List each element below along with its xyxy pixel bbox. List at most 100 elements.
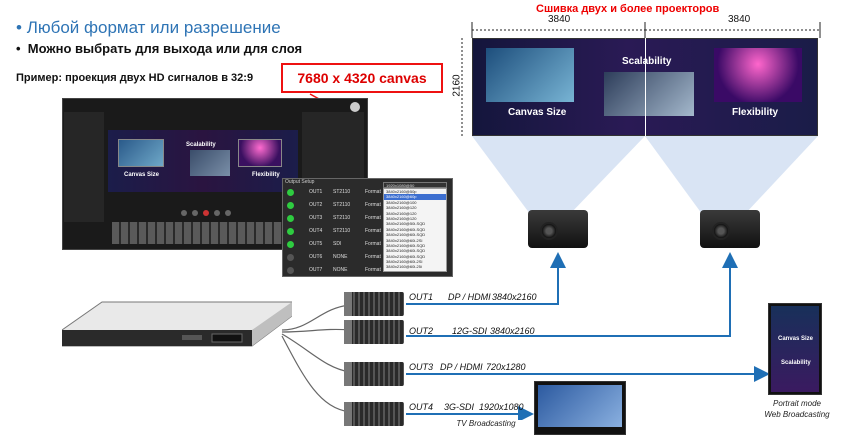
portrait-screen xyxy=(771,306,819,392)
close-icon[interactable] xyxy=(350,102,360,112)
preview-thumb-waves xyxy=(190,150,230,176)
layer-panel[interactable] xyxy=(64,112,104,222)
output-resolution-1: 3840x2160 xyxy=(492,292,537,302)
format-option[interactable]: 3840x2160@50p xyxy=(386,189,417,194)
output-standard-select[interactable]: NONE xyxy=(333,254,348,260)
format-label: Format xyxy=(365,241,381,247)
projector-seam xyxy=(645,38,646,136)
format-label: Format xyxy=(365,202,381,208)
output-name: OUT4 xyxy=(309,228,323,234)
status-led xyxy=(287,215,294,222)
projection-title: Сшивка двух и более проекторов xyxy=(536,3,720,15)
format-label: Format xyxy=(365,267,381,273)
canvas-image-waves xyxy=(604,72,694,116)
canvas-image-concert xyxy=(714,48,802,102)
format-option[interactable]: 3840x2160@60i-SQD xyxy=(386,226,426,232)
output-standard-select[interactable]: NONE xyxy=(333,267,348,273)
output-label-1: OUT1 xyxy=(409,292,434,302)
format-option[interactable]: 3840x2160@60i-SQD xyxy=(386,253,426,259)
output-row[interactable]: OUT7 NONE Format xyxy=(285,265,381,276)
format-option[interactable]: 3840x2160@60i-SQD xyxy=(386,248,426,254)
format-label: Format xyxy=(365,228,381,234)
portrait-caption-1: Portrait mode xyxy=(772,399,822,408)
source-button-grid[interactable] xyxy=(112,222,284,244)
transport-button[interactable] xyxy=(214,210,220,216)
headline-text-1: Любой формат или разрешение xyxy=(26,18,281,37)
tv-caption: TV Broadcasting xyxy=(456,419,516,428)
transport-button[interactable] xyxy=(225,210,231,216)
status-led xyxy=(287,241,294,248)
status-led xyxy=(287,189,294,196)
status-led xyxy=(287,267,294,274)
width-label-right: 3840 xyxy=(728,14,751,25)
headline-text-2: Можно выбрать для выхода или для слоя xyxy=(27,41,303,56)
preview-label-scalability: Scalability xyxy=(186,142,216,148)
format-select-current[interactable]: 1920x1080@50 xyxy=(383,182,447,188)
output-name: OUT6 xyxy=(309,254,323,260)
format-option[interactable]: 3840x2160@120 xyxy=(386,210,417,216)
format-label: Format xyxy=(365,254,381,260)
format-option[interactable]: 3840x2160@60i-25i xyxy=(386,264,422,270)
output-row[interactable]: OUT1 ST2110 Format xyxy=(285,187,381,198)
canvas-label-size: Canvas Size xyxy=(508,107,567,118)
media-server-chassis xyxy=(62,301,292,347)
canvas-label-scalability: Scalability xyxy=(622,56,672,67)
converter-out1 xyxy=(344,292,404,316)
output-name: OUT1 xyxy=(309,189,323,195)
height-dimension-line xyxy=(461,38,463,136)
preview-thumb-concert xyxy=(238,139,282,167)
example-caption: Пример: проекция двух HD сигналов в 32:9 xyxy=(16,72,254,84)
format-option[interactable]: 3840x2160@120 xyxy=(386,205,417,211)
output-name: OUT2 xyxy=(309,202,323,208)
preview-thumb-diver xyxy=(118,139,164,167)
transport-button[interactable] xyxy=(181,210,187,216)
output-label-4: OUT4 xyxy=(409,402,434,412)
output-standard-select[interactable]: ST2110 xyxy=(333,202,351,208)
format-label: Format xyxy=(365,215,381,221)
projector-beams xyxy=(472,136,818,214)
record-button[interactable] xyxy=(203,210,209,216)
server-cables xyxy=(281,304,351,413)
tv-screen xyxy=(538,385,622,427)
output-name: OUT7 xyxy=(309,267,323,273)
headline-bullet-1: • Любой формат или разрешение xyxy=(16,18,281,37)
portrait-label-canvas: Canvas Size xyxy=(778,336,814,342)
lens-icon xyxy=(540,222,558,240)
output-standard-select[interactable]: ST2110 xyxy=(333,215,351,221)
format-option[interactable]: 3840x2160@60i-SQD xyxy=(386,242,426,248)
converter-out2 xyxy=(344,320,404,344)
status-led xyxy=(287,202,294,209)
output-standard-select[interactable]: ST2110 xyxy=(333,228,351,234)
output-standard-select[interactable]: ST2110 xyxy=(333,189,351,195)
canvas-image-diver xyxy=(486,48,574,102)
connector xyxy=(344,292,352,316)
transport-button[interactable] xyxy=(192,210,198,216)
format-option[interactable]: 3840x2160@50i-SQD xyxy=(386,221,426,227)
connector xyxy=(344,362,352,386)
format-option[interactable]: 3840x2160@60p xyxy=(384,194,446,200)
format-option[interactable]: 3840x2160@60i-2SI xyxy=(386,259,423,265)
output-standard-select[interactable]: SDI xyxy=(333,241,342,247)
converter-out3 xyxy=(344,362,404,386)
output-resolution-4: 1920x1080 xyxy=(479,402,524,412)
format-option[interactable]: 3840x2160@60i-SQD xyxy=(386,232,426,238)
format-option[interactable]: 3840x2160@60i-2SI xyxy=(386,237,423,243)
format-option[interactable]: 3840x2160@100 xyxy=(386,199,417,205)
output-row[interactable]: OUT5 SDI Format xyxy=(285,239,381,250)
output-type-2: 12G-SDI xyxy=(452,326,488,336)
width-label-left: 3840 xyxy=(548,14,571,25)
output-row[interactable]: OUT6 NONE Format xyxy=(285,252,381,263)
signal-arrows xyxy=(406,252,770,420)
output-row[interactable]: OUT4 ST2110 Format xyxy=(285,226,381,237)
output-label-3: OUT3 xyxy=(409,362,434,372)
output-label-2: OUT2 xyxy=(409,326,434,336)
output-type-4: 3G-SDI xyxy=(444,402,475,412)
headline-bullet-2: • Можно выбрать для выхода или для слоя xyxy=(16,41,303,56)
output-row[interactable]: OUT3 ST2110 Format xyxy=(285,213,381,224)
height-label: 2160 xyxy=(451,74,463,97)
connector xyxy=(344,320,352,344)
format-option[interactable]: 3840x2160@120 xyxy=(386,215,417,221)
portrait-caption-2: Web Broadcasting xyxy=(764,410,830,419)
output-row[interactable]: OUT2 ST2110 Format xyxy=(285,200,381,211)
